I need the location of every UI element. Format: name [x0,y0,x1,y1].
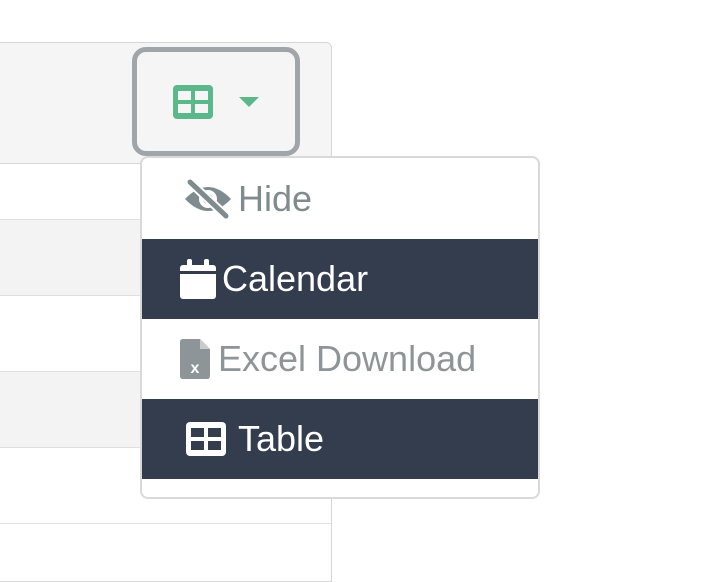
calendar-icon [180,259,216,299]
svg-text:x: x [191,360,200,377]
excel-file-icon: x [180,339,210,379]
menu-item-label: Calendar [222,258,369,299]
menu-item-excel-download[interactable]: x Excel Download [142,319,538,399]
menu-item-label: Hide [238,178,313,219]
menu-item-label: Excel Download [218,338,477,379]
table-icon [173,84,213,119]
caret-down-icon [239,96,259,107]
view-toggle-button[interactable] [132,47,300,156]
menu-item-label: Table [238,418,325,459]
eye-slash-icon [182,179,234,219]
table-icon [186,422,226,456]
view-dropdown-menu: Hide Calendar x Excel Download [140,156,540,499]
menu-item-hide[interactable]: Hide [142,158,538,240]
table-row[interactable] [0,448,331,524]
menu-item-calendar[interactable]: Calendar [142,239,538,319]
menu-item-table[interactable]: Table [142,399,538,479]
